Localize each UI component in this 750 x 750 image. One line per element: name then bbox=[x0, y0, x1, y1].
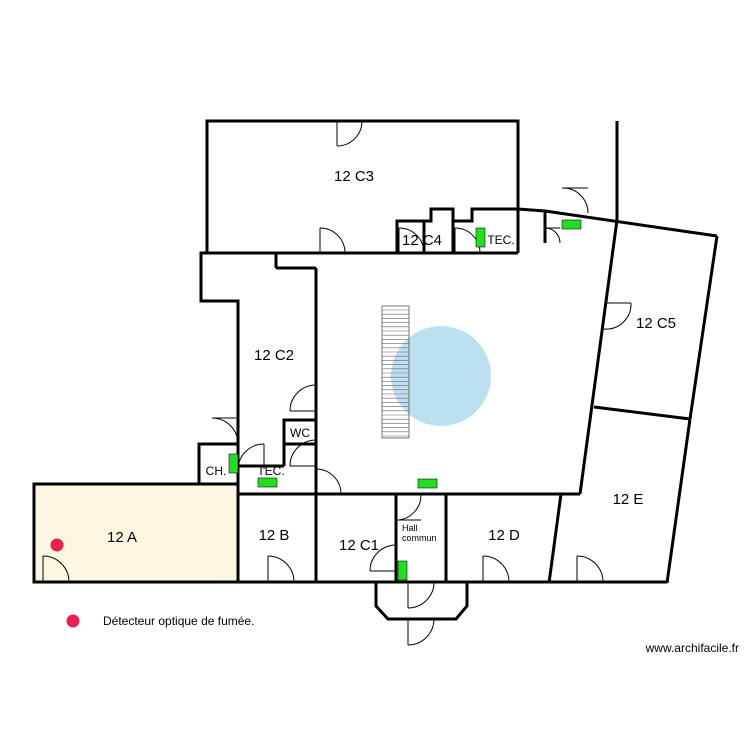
door-hall-commun bbox=[395, 494, 422, 521]
label-12c3: 12 C3 bbox=[334, 168, 374, 185]
label-12c2: 12 C2 bbox=[254, 347, 294, 364]
door-12c1 bbox=[369, 544, 397, 572]
door-tec-top bbox=[454, 227, 481, 254]
label-tec-top: TEC. bbox=[487, 233, 514, 247]
door-12d bbox=[482, 555, 510, 583]
legend: Détecteur optique de fumée. bbox=[66, 614, 254, 628]
door-entrance-1 bbox=[407, 581, 435, 609]
label-tec-bottom: TEC. bbox=[257, 464, 284, 478]
door-wc bbox=[289, 439, 317, 467]
equipment-marker bbox=[397, 560, 408, 581]
walls bbox=[32, 119, 719, 621]
equipment-marker bbox=[561, 219, 582, 230]
door-12a bbox=[42, 555, 70, 583]
equipment-marker bbox=[475, 227, 486, 248]
equipment-markers bbox=[228, 219, 582, 581]
legend-detector-label: Détecteur optique de fumée. bbox=[103, 614, 254, 628]
door-12c5 bbox=[603, 302, 632, 330]
legend-detector-icon bbox=[66, 614, 80, 628]
label-12a: 12 A bbox=[107, 529, 137, 546]
door-12c3-top bbox=[336, 120, 363, 147]
label-ch: CH. bbox=[206, 464, 227, 478]
credit-text: www.archifacile.fr bbox=[645, 641, 739, 655]
equipment-marker bbox=[417, 478, 438, 489]
door-tec-bottom bbox=[237, 443, 265, 470]
door-entrance-2 bbox=[407, 618, 435, 646]
doors bbox=[42, 120, 632, 646]
label-12d: 12 D bbox=[488, 527, 520, 544]
door-hall-entry bbox=[315, 468, 342, 495]
door-ch bbox=[211, 417, 239, 445]
room-12a-fill bbox=[34, 484, 238, 582]
equipment-marker bbox=[228, 453, 239, 474]
label-wc: WC bbox=[290, 426, 310, 440]
door-12c3-bottom bbox=[319, 227, 346, 254]
staircase bbox=[381, 305, 410, 439]
door-12c2 bbox=[289, 384, 317, 412]
label-hall-line1: Hall bbox=[402, 523, 418, 533]
room-labels: 12 C3 12 C4 TEC. 12 C5 12 C2 WC CH. TEC.… bbox=[107, 168, 676, 554]
label-12e: 12 E bbox=[613, 491, 644, 508]
pool-feature bbox=[391, 326, 491, 426]
label-hall-line2: commun bbox=[402, 533, 437, 543]
door-12e bbox=[576, 555, 604, 583]
door-top-right bbox=[561, 187, 589, 214]
smoke-detector-icon bbox=[50, 538, 64, 552]
equipment-marker bbox=[257, 477, 278, 488]
label-12b: 12 B bbox=[259, 527, 290, 544]
label-12c4: 12 C4 bbox=[402, 232, 442, 249]
label-12c5: 12 C5 bbox=[636, 315, 676, 332]
door-12c4 bbox=[398, 227, 425, 254]
door-12b bbox=[267, 555, 295, 583]
label-12c1: 12 C1 bbox=[339, 537, 379, 554]
door-corner-small bbox=[544, 227, 561, 244]
